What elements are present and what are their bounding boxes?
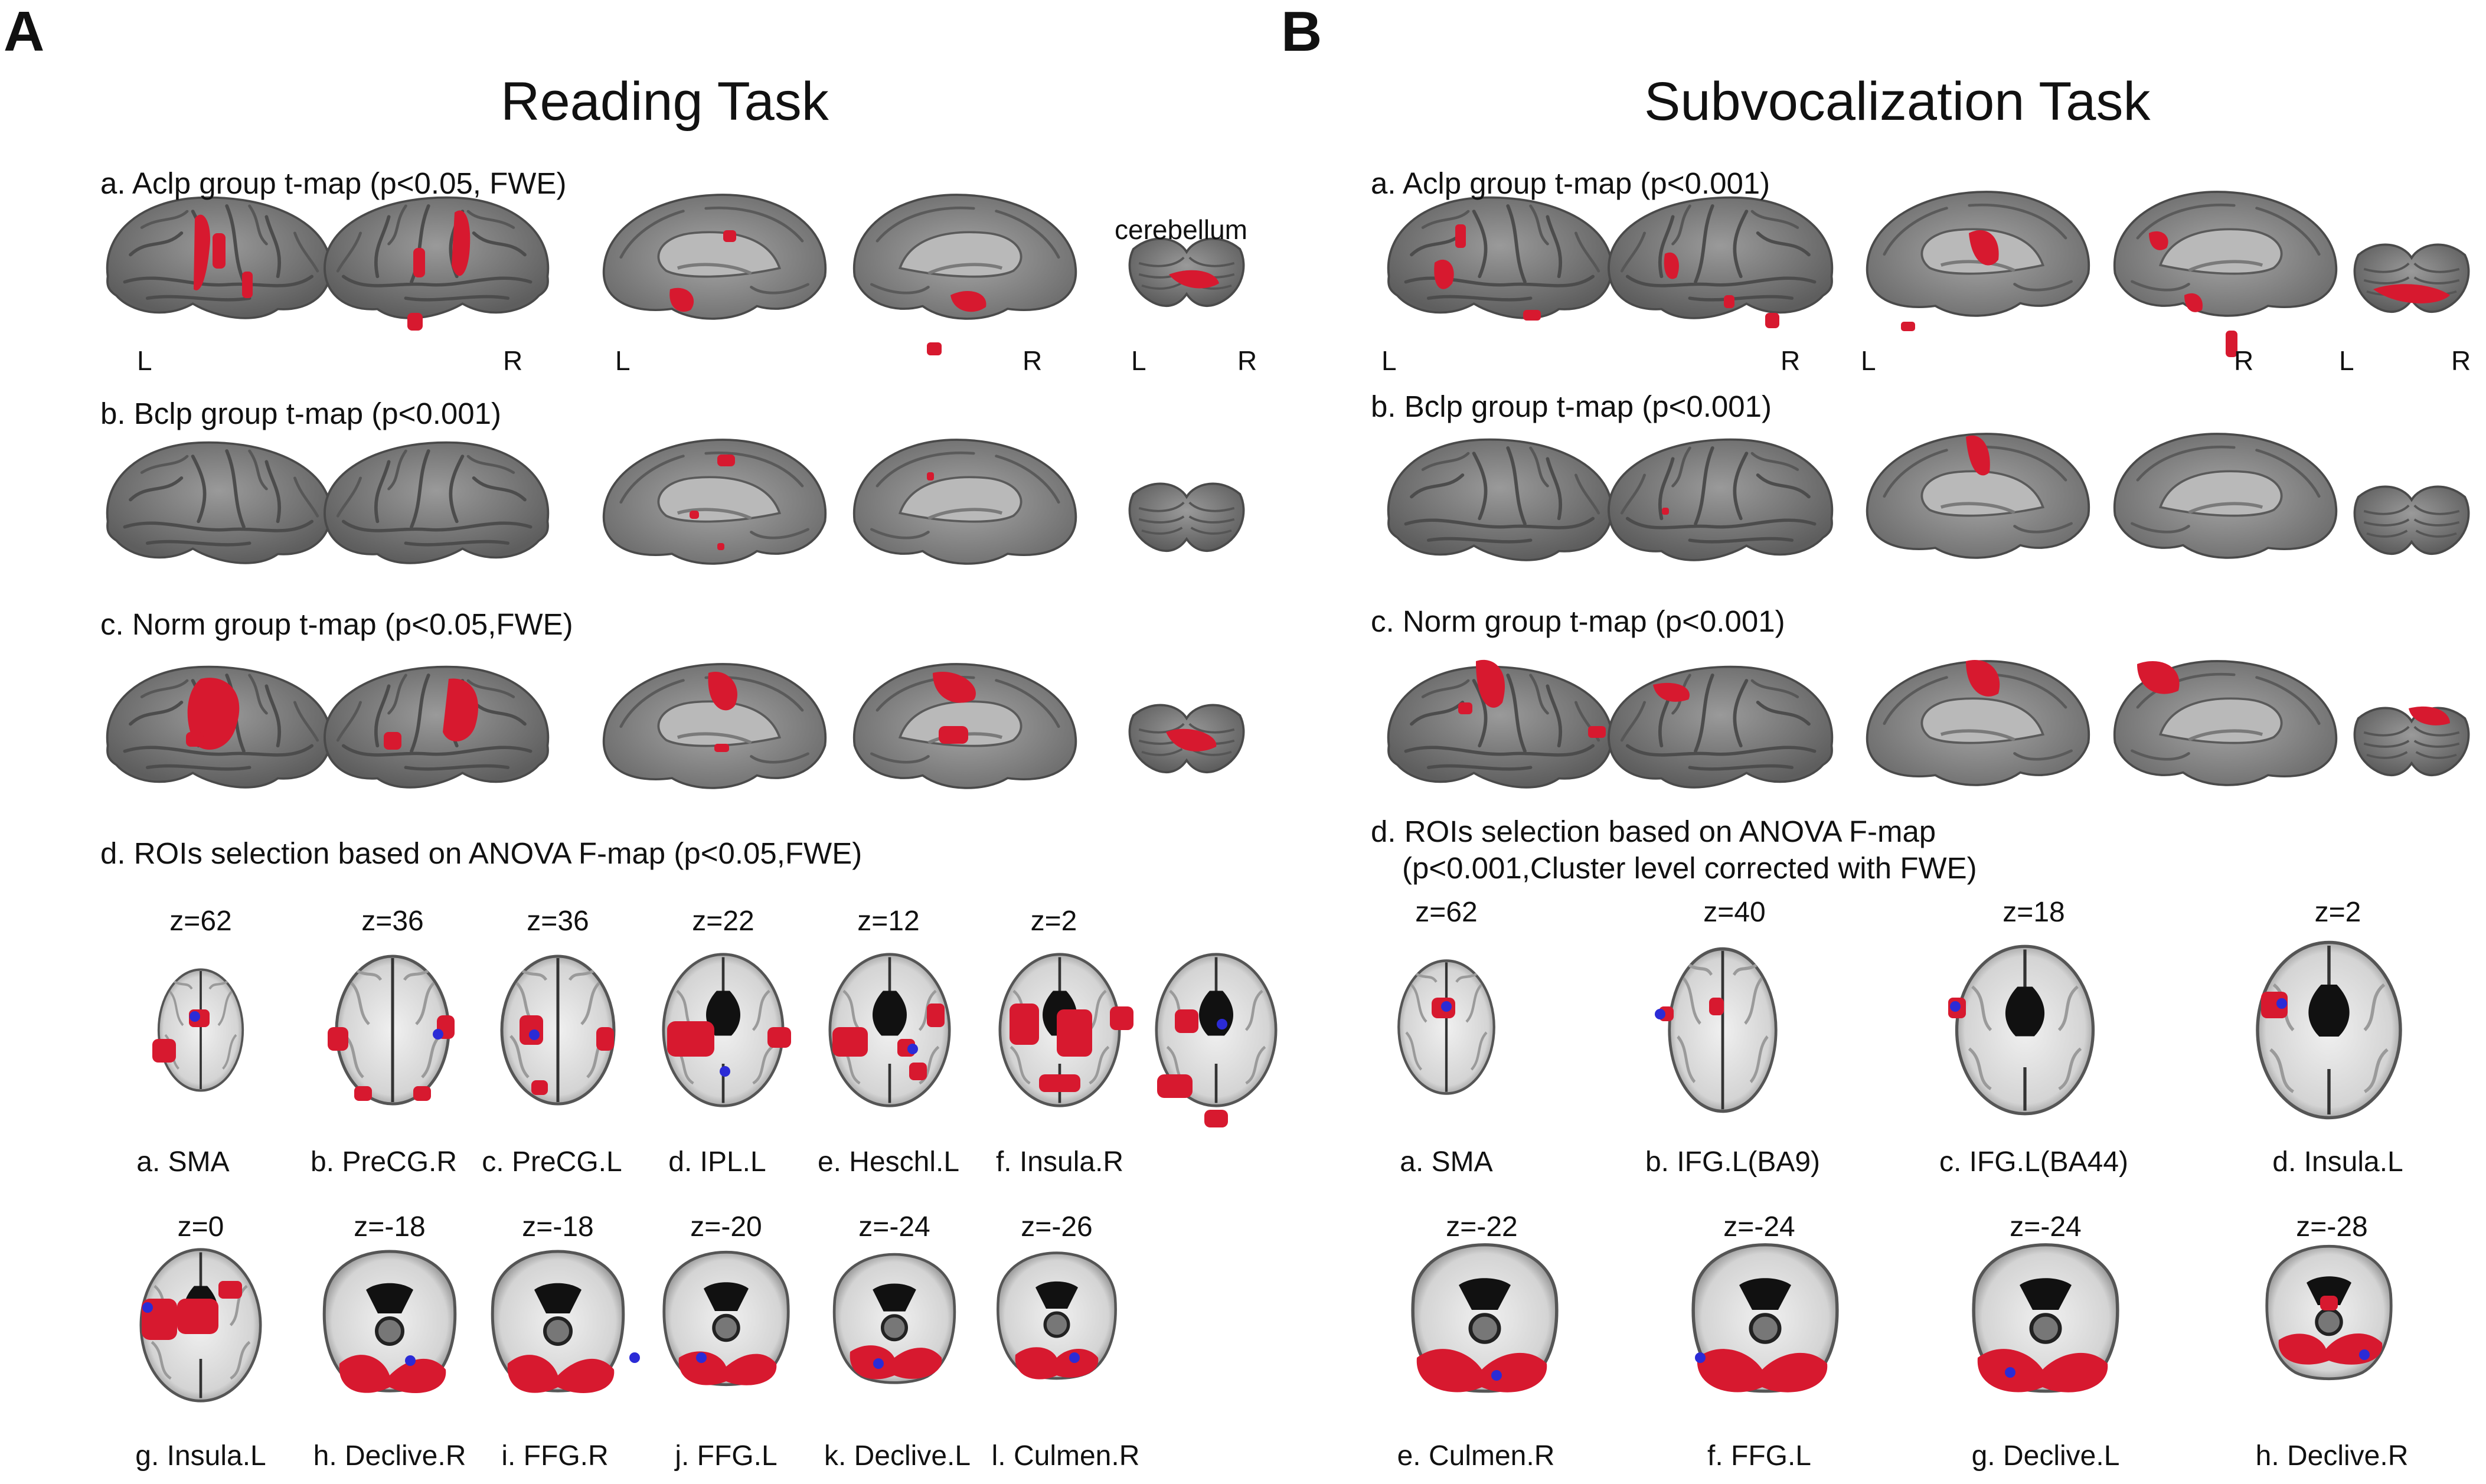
- panel-a-side-label: R: [503, 345, 523, 376]
- panel-b-brain-rows: [1389, 192, 2470, 787]
- roi-z-label: z=-24: [858, 1211, 930, 1243]
- roi-name-label: e. Culmen.R: [1397, 1440, 1555, 1472]
- roi-name-label: a. SMA: [136, 1146, 230, 1178]
- roi-z-label: z=-26: [1021, 1211, 1093, 1243]
- panel-a-row-c-label: c. Norm group t-map (p<0.05,FWE): [100, 607, 573, 641]
- roi-z-label: z=2: [1030, 906, 1077, 937]
- panel-a-cerebellum-label: cerebellum: [1115, 214, 1247, 245]
- panel-b-row-a-label: a. Aclp group t-map (p<0.001): [1371, 166, 1770, 200]
- roi-name-label: b. IFG.L(BA9): [1645, 1146, 1821, 1178]
- roi-name-label: a. SMA: [1400, 1146, 1493, 1178]
- roi-name-label: c. PreCG.L: [482, 1146, 622, 1178]
- roi-z-label: z=62: [1415, 897, 1478, 928]
- roi-z-label: z=36: [527, 906, 589, 937]
- panel-b-side-label: L: [2339, 345, 2354, 376]
- panel-b-side-label: L: [1381, 345, 1397, 376]
- panel-a-row-b-activations: [690, 455, 934, 550]
- panel-a-title: Reading Task: [501, 71, 829, 132]
- roi-name-label: d. IPL.L: [668, 1146, 766, 1178]
- roi-name-label: c. IFG.L(BA44): [1939, 1146, 2129, 1178]
- panel-b-title: Subvocalization Task: [1644, 71, 2151, 132]
- roi-name-label: k. Declive.L: [824, 1440, 971, 1472]
- roi-z-label: z=-28: [2296, 1211, 2368, 1243]
- panel-a-row-c-activations: [186, 672, 1217, 752]
- roi-z-label: z=36: [361, 906, 424, 937]
- panel-a-brain-rows: [107, 195, 1245, 788]
- panel-a-side-label: L: [137, 345, 152, 376]
- panel-b-side-label: R: [2451, 345, 2471, 376]
- roi-z-label: z=40: [1703, 897, 1766, 928]
- roi-name-label: f. Insula.R: [995, 1146, 1124, 1178]
- panel-b-row-b-label: b. Bclp group t-map (p<0.001): [1371, 390, 1772, 423]
- roi-z-label: z=12: [857, 906, 920, 937]
- panel-b-side-label: R: [1781, 345, 1801, 376]
- roi-name-label: h. Declive.R: [2255, 1440, 2409, 1472]
- roi-name-label: j. FFG.L: [675, 1440, 778, 1472]
- roi-name-label: b. PreCG.R: [310, 1146, 458, 1178]
- panel-b-row-b-activations: [1662, 435, 1990, 515]
- panel-b-side-label: L: [1861, 345, 1876, 376]
- panel-a-side-label: L: [1131, 345, 1146, 376]
- panel-b-row-c-label: c. Norm group t-map (p<0.001): [1371, 604, 1785, 638]
- panel-a-row-a-label: a. Aclp group t-map (p<0.05, FWE): [100, 166, 567, 200]
- panel-b-letter: B: [1281, 0, 1322, 63]
- panel-b-row-a-activations: [1434, 224, 2450, 357]
- panel-a-roi-slices: [141, 955, 1276, 1401]
- roi-z-label: z=22: [692, 906, 754, 937]
- roi-name-label: i. FFG.R: [501, 1440, 609, 1472]
- panel-b-side-label: R: [2234, 345, 2254, 376]
- roi-name-label: h. Declive.R: [313, 1440, 466, 1472]
- roi-z-label: z=18: [2002, 897, 2065, 928]
- panel-a-side-label: R: [1237, 345, 1257, 376]
- panel-a-letter: A: [4, 0, 45, 63]
- panel-b-roi-slices: [1399, 943, 2400, 1393]
- roi-z-label: z=-24: [1723, 1211, 1795, 1243]
- roi-name-label: g. Declive.L: [1971, 1440, 2120, 1472]
- panel-b-row-c-activations: [1458, 659, 2450, 738]
- roi-z-label: z=-22: [1446, 1211, 1518, 1243]
- roi-z-label: z=-20: [690, 1211, 762, 1243]
- roi-name-label: g. Insula.L: [135, 1440, 266, 1472]
- roi-name-label: f. FFG.L: [1707, 1440, 1811, 1472]
- panel-a-row-a-activations: [194, 210, 1219, 355]
- roi-name-label: e. Heschl.L: [817, 1146, 960, 1178]
- panel-a-row-d-label: d. ROIs selection based on ANOVA F-map (…: [100, 836, 863, 870]
- roi-z-label: z=-18: [354, 1211, 426, 1243]
- panel-b-row-d-label: d. ROIs selection based on ANOVA F-map: [1371, 815, 1936, 848]
- roi-z-label: z=2: [2314, 897, 2361, 928]
- roi-name-label: l. Culmen.R: [991, 1440, 1140, 1472]
- roi-z-label: z=0: [177, 1211, 224, 1243]
- panel-b-row-d-label-cont: (p<0.001,Cluster level corrected with FW…: [1402, 851, 1977, 885]
- roi-z-label: z=-24: [2010, 1211, 2082, 1243]
- roi-z-label: z=-18: [522, 1211, 594, 1243]
- panel-a-side-label: R: [1023, 345, 1043, 376]
- roi-z-label: z=62: [169, 906, 232, 937]
- roi-name-label: d. Insula.L: [2272, 1146, 2403, 1178]
- panel-a-side-label: L: [615, 345, 631, 376]
- panel-a-row-b-label: b. Bclp group t-map (p<0.001): [100, 397, 501, 430]
